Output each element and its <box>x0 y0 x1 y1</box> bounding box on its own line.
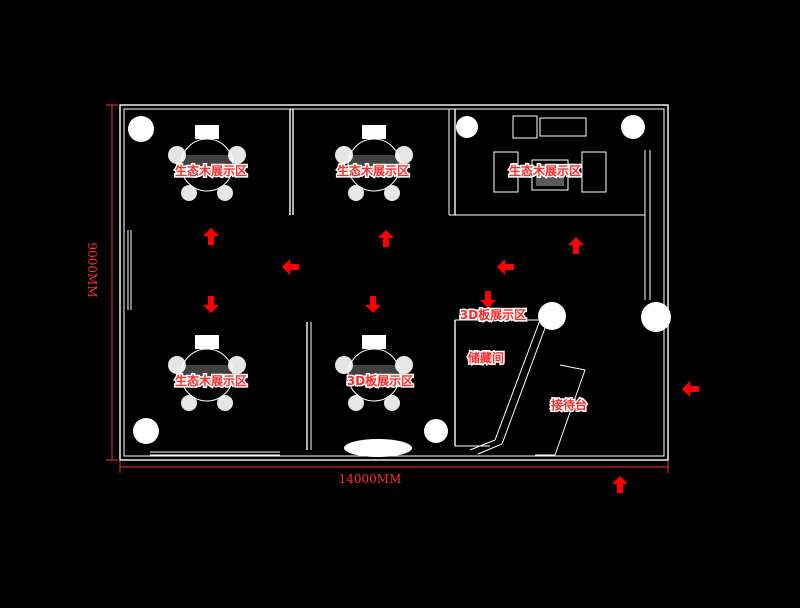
arrow-left-3 <box>682 381 699 397</box>
arrows <box>203 228 699 493</box>
outer-walls <box>119 104 669 461</box>
plant-right-edge <box>641 302 671 332</box>
plant-bottom-left <box>133 418 159 444</box>
arrow-down-3 <box>480 291 496 308</box>
display-table-top-center <box>335 125 413 201</box>
interior-walls <box>127 109 651 456</box>
zone-label-storage: 储藏间 <box>468 350 504 365</box>
arrow-left-2 <box>497 259 514 275</box>
display-table-bottom-left <box>168 335 246 411</box>
arrow-up-3 <box>568 237 584 254</box>
plant-bottom-row <box>344 439 412 457</box>
zone-label-3d-board-right: 3D板展示区 <box>460 307 526 322</box>
zone-label-eco-top-right: 生态木展示区 <box>509 163 581 178</box>
arrow-down-1 <box>203 296 219 313</box>
zone-label-eco-top-center: 生态木展示区 <box>337 163 409 178</box>
arrow-left-1 <box>282 259 299 275</box>
lounge-sofa-group <box>493 115 607 193</box>
height-dimension-label: 9000MM <box>85 242 99 297</box>
width-dimension-label: 14000MM <box>339 472 402 486</box>
plant-top-left <box>128 116 154 142</box>
plant-top-right <box>621 115 645 139</box>
arrow-down-2 <box>365 296 381 313</box>
arrow-up-1 <box>203 228 219 245</box>
dimension-lines <box>106 104 669 473</box>
arrow-up-4 <box>612 476 628 493</box>
arrow-up-2 <box>378 230 394 247</box>
zone-label-eco-top-left: 生态木展示区 <box>175 163 247 178</box>
zone-label-reception: 接待台 <box>551 397 587 412</box>
plant-mid-right <box>538 302 566 330</box>
plant-bottom-center <box>424 419 448 443</box>
display-table-bottom-center <box>335 335 413 411</box>
zone-label-eco-bottom-left: 生态木展示区 <box>175 373 247 388</box>
plants <box>128 115 671 457</box>
display-table-top-left <box>168 125 246 201</box>
zone-label-3d-board-center: 3D板展示区 <box>347 373 413 388</box>
plant-top-right-inner <box>456 116 478 138</box>
